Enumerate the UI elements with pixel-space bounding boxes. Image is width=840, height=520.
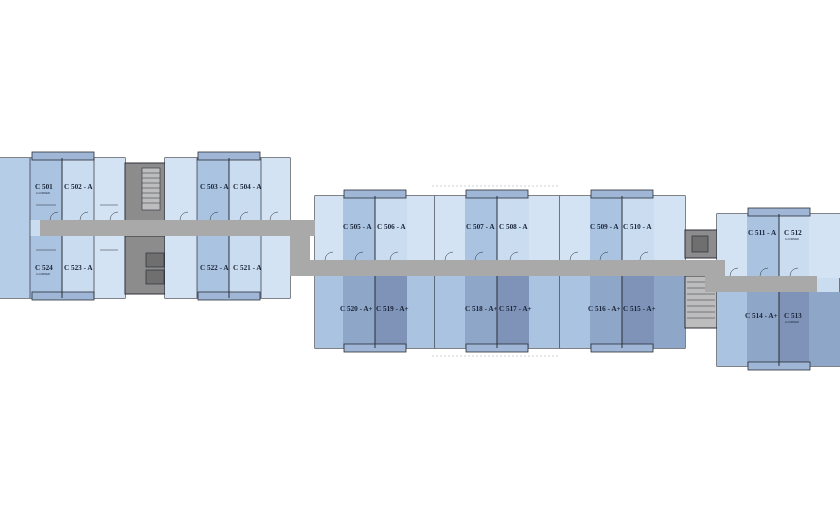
- door-marks: [49, 211, 799, 277]
- unit-label-c520: C 520 - A+: [340, 305, 373, 313]
- unit-label-c506: C 506 - A: [377, 223, 406, 231]
- unit-label-c501: C 501: [35, 183, 53, 191]
- roof-edge-lines: [432, 185, 560, 357]
- unit-label-c507: C 507 - A: [466, 223, 495, 231]
- unit-label-c519: C 519 - A+: [376, 305, 409, 313]
- unit-label-c513: C 513: [784, 312, 802, 320]
- unit-sub-c513: A-CORNER: [785, 320, 799, 324]
- unit-label-c522: C 522 - A: [200, 264, 229, 272]
- unit-label-c518: C 518 - A+: [465, 305, 498, 313]
- unit-label-c523: C 523 - A: [64, 264, 93, 272]
- unit-labels: C 501 A-CORNER C 502 - A C 503 - A C 504…: [35, 183, 802, 324]
- unit-label-c502: C 502 - A: [64, 183, 93, 191]
- unit-label-c509: C 509 - A: [590, 223, 619, 231]
- wing-left: [0, 151, 126, 301]
- stair-core-right: [684, 229, 718, 329]
- corridor: [40, 220, 817, 292]
- unit-label-c510: C 510 - A: [623, 223, 652, 231]
- unit-sub-c524: A-CORNER: [36, 272, 50, 276]
- unit-label-c503: C 503 - A: [200, 183, 229, 191]
- unit-label-c512: C 512: [784, 229, 802, 237]
- unit-label-c504: C 504 - A: [233, 183, 262, 191]
- unit-label-c515: C 515 - A+: [623, 305, 656, 313]
- unit-label-c521: C 521 - A: [233, 264, 262, 272]
- unit-label-c508: C 508 - A: [499, 223, 528, 231]
- unit-label-c517: C 517 - A+: [499, 305, 532, 313]
- unit-sub-c501: A-CORNER: [36, 191, 50, 195]
- unit-label-c505: C 505 - A: [343, 223, 372, 231]
- unit-label-c516: C 516 - A+: [588, 305, 621, 313]
- stair-core-left: [124, 162, 166, 295]
- unit-label-c514: C 514 - A+: [745, 312, 778, 320]
- unit-label-c511: C 511 - A: [748, 229, 777, 237]
- unit-sub-c512: A-CORNER: [785, 237, 799, 241]
- wing-right: [716, 207, 840, 371]
- unit-label-c524: C 524: [35, 264, 53, 272]
